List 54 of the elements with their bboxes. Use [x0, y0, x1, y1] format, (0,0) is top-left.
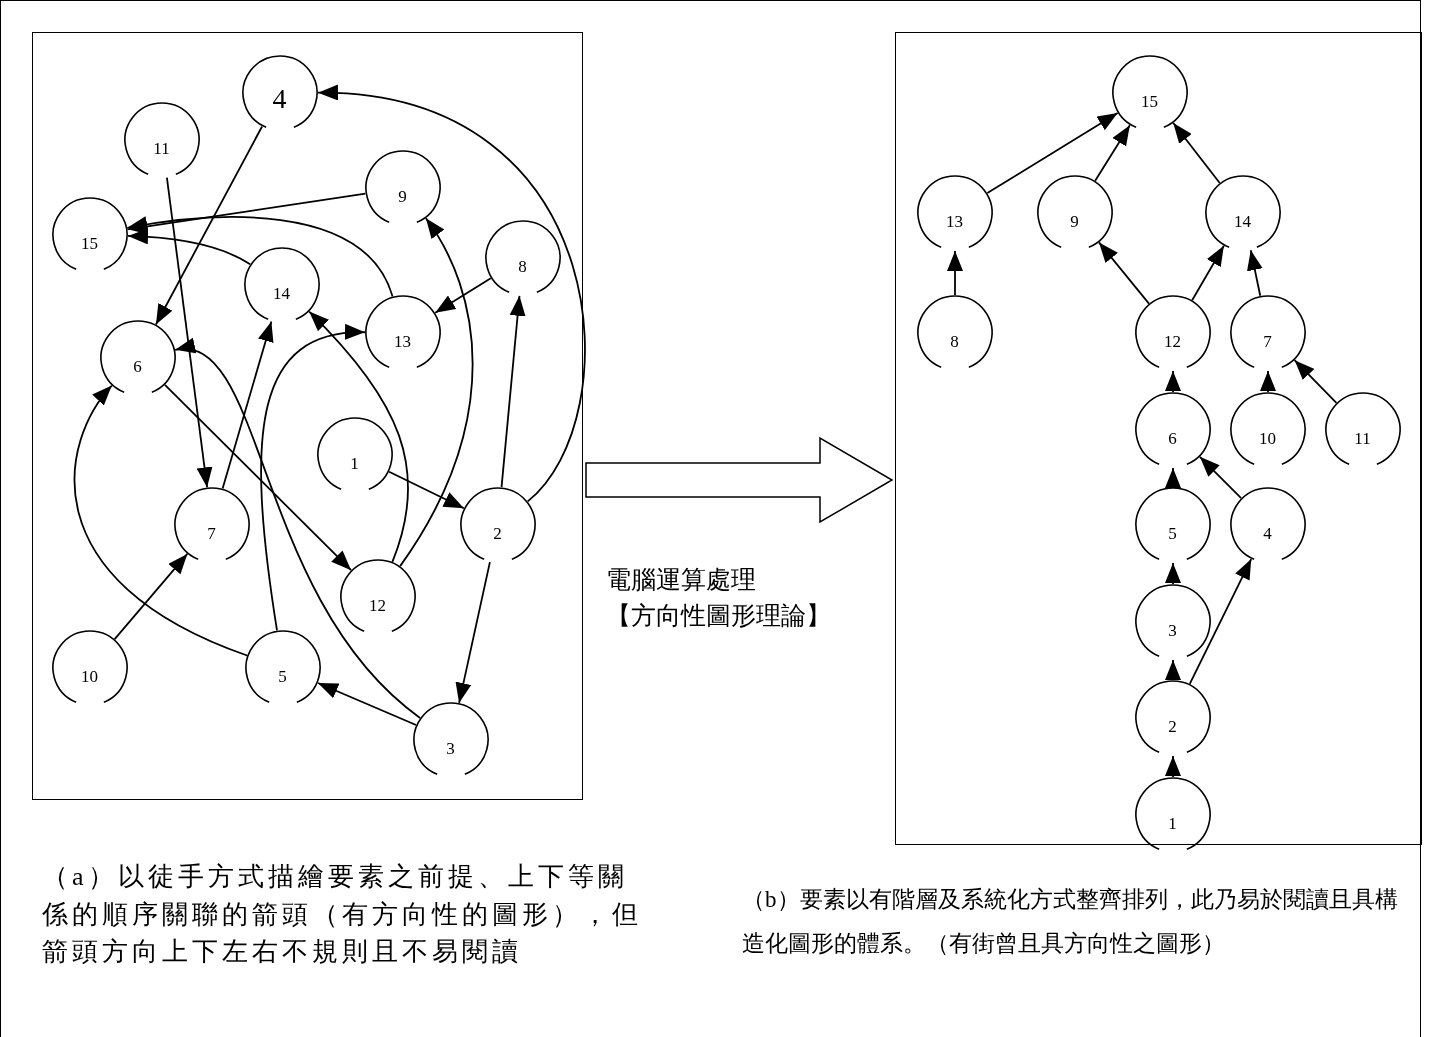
arrow — [500, 294, 526, 489]
arrow — [1247, 249, 1263, 297]
node-number: 5 — [1168, 525, 1177, 542]
arrow — [399, 217, 474, 568]
node-number: 11 — [1354, 430, 1371, 447]
arrow — [126, 216, 394, 298]
node-number: 8 — [518, 258, 527, 275]
node-number: 9 — [1070, 213, 1079, 230]
arrow — [1165, 562, 1181, 585]
arrow — [1165, 755, 1181, 778]
arrow — [126, 192, 367, 235]
figure-caption: （a）以徒手方式描繪要素之前提、上下等關係的順序關聯的箭頭（有方向性的圖形），但箭頭方向上下左右不規則且不易閱讀 — [42, 861, 643, 969]
node-number: 2 — [493, 525, 502, 542]
arrow — [1198, 455, 1243, 500]
node-number: 10 — [1259, 430, 1276, 447]
arrow — [1191, 244, 1225, 302]
arrow — [113, 553, 189, 640]
figure-caption: （b）要素以有階層及系統化方式整齊排列，此乃易於閱讀且具構造化圖形的體系。（有街曾且具方向性之圖形） — [742, 886, 1399, 958]
node-number: 4 — [272, 84, 287, 113]
arrow — [317, 86, 586, 503]
node-number: 9 — [398, 188, 407, 205]
arrow — [1165, 659, 1181, 681]
arrow — [1165, 467, 1181, 488]
arrow — [155, 125, 263, 326]
node-number: 3 — [446, 740, 455, 757]
arrow — [1165, 370, 1181, 393]
arrow — [1098, 241, 1150, 305]
node-number: 14 — [1234, 213, 1251, 230]
node-number: 3 — [1168, 622, 1177, 639]
node-number: 2 — [1168, 718, 1177, 735]
arrow — [127, 228, 252, 266]
node-number: 15 — [1141, 93, 1158, 110]
arrow — [1293, 359, 1338, 404]
node-number: 4 — [1263, 525, 1272, 542]
node-number: 14 — [273, 285, 290, 302]
arrow — [1172, 122, 1221, 184]
node-number: 1 — [1168, 815, 1177, 832]
node-number: 15 — [81, 235, 98, 252]
arrow — [947, 250, 963, 296]
arrow — [434, 277, 492, 314]
node-number: 10 — [81, 668, 98, 685]
block-arrow — [585, 436, 894, 524]
node-number: 6 — [1168, 430, 1177, 447]
arrow — [1094, 124, 1131, 182]
node-number: 11 — [153, 140, 170, 157]
arrow — [455, 561, 491, 704]
node-number: 7 — [1263, 333, 1272, 350]
node-number: 12 — [1164, 333, 1181, 350]
node-number: 8 — [950, 333, 959, 350]
arrow — [1260, 370, 1276, 393]
arrow — [1188, 558, 1253, 685]
node-number: 13 — [946, 213, 963, 230]
node-number: 6 — [133, 358, 142, 375]
arrow — [986, 112, 1119, 194]
